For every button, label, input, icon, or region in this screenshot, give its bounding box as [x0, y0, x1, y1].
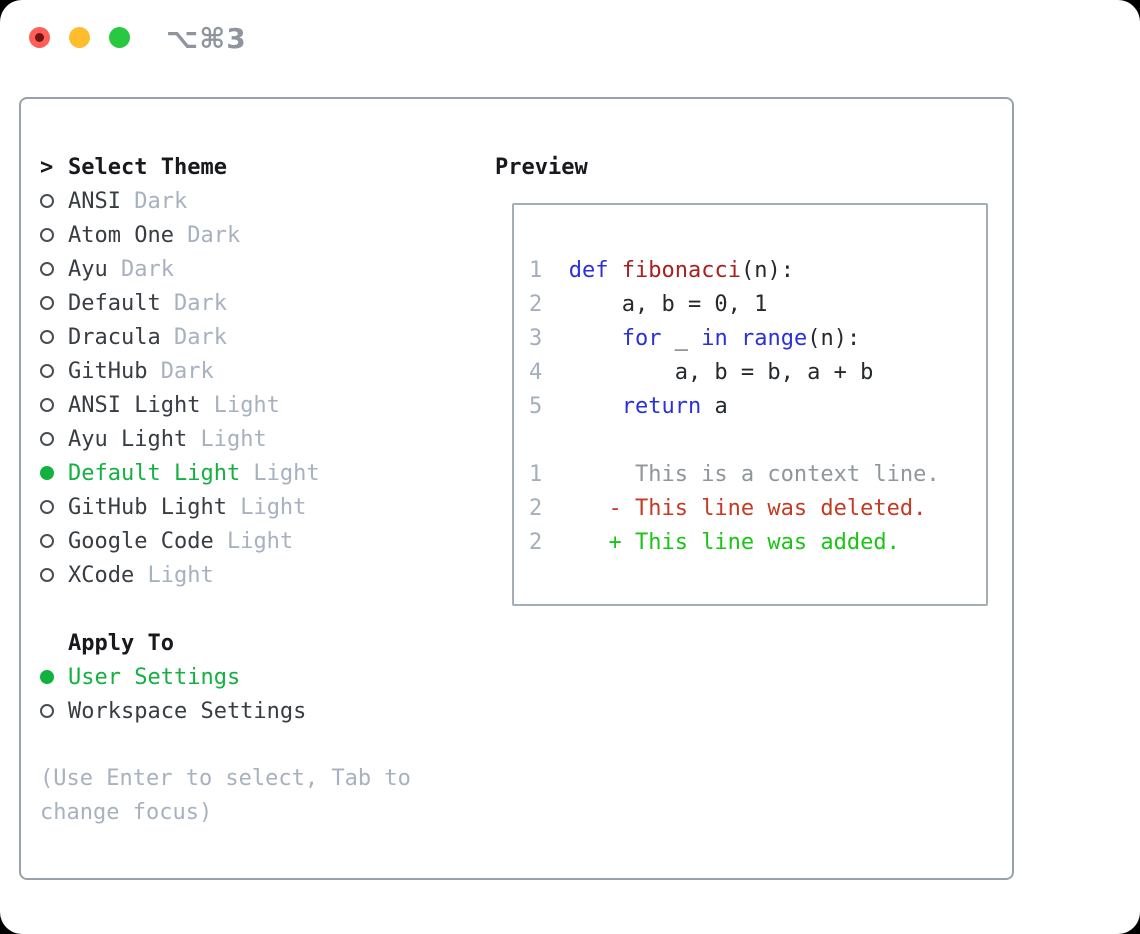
theme-option-ayu-light[interactable]: Ayu Light Light [40, 422, 490, 456]
theme-option-default[interactable]: Default Dark [40, 286, 490, 320]
theme-name-label: Atom One [68, 222, 174, 248]
radio-icon [40, 296, 54, 310]
theme-variant-label: Dark [147, 358, 214, 384]
radio-icon [40, 228, 54, 242]
radio-icon [40, 330, 54, 344]
theme-variant-label: Dark [160, 324, 227, 350]
radio-icon [40, 194, 54, 208]
apply-to-header: Apply To [40, 626, 490, 660]
radio-selected-icon [40, 670, 54, 684]
line-number: 3 [529, 326, 543, 351]
added-line: 2 + This line was added. [529, 530, 900, 555]
preview-box: 1 def fibonacci(n): 2 a, b = 0, 1 3 for _ … [512, 203, 988, 606]
theme-variant-label: Light [200, 392, 280, 418]
apply-to-title: Apply To [68, 630, 174, 656]
radio-selected-icon [40, 466, 54, 480]
theme-name-label: Default [68, 290, 161, 316]
radio-icon [40, 568, 54, 582]
line-number: 4 [529, 360, 543, 385]
apply-option-workspace-settings[interactable]: Workspace Settings [40, 694, 490, 728]
theme-variant-label: Light [213, 528, 294, 554]
theme-name-label: Dracula [68, 324, 161, 350]
theme-option-dracula[interactable]: Dracula Dark [40, 320, 490, 354]
theme-name-label: Ayu Light [68, 426, 188, 452]
theme-option-github[interactable]: GitHub Dark [40, 354, 490, 388]
theme-variant-label: Light [226, 494, 307, 520]
blank-line [529, 424, 940, 458]
line-number: 5 [529, 394, 543, 419]
titlebar: ⌥⌘3 [0, 0, 1140, 76]
theme-variant-label: Dark [107, 256, 174, 282]
apply-option-label: Workspace Settings [68, 698, 307, 724]
line-number: 1 [529, 462, 543, 487]
radio-icon [40, 364, 54, 378]
radio-icon [40, 500, 54, 514]
select-theme-header: > Select Theme [40, 150, 490, 184]
theme-variant-label: Dark [120, 188, 188, 214]
theme-name-label: ANSI Light [68, 392, 201, 418]
theme-option-google-code[interactable]: Google Code Light [40, 524, 490, 558]
radio-icon [40, 398, 54, 412]
theme-option-xcode[interactable]: XCode Light [40, 558, 490, 592]
minimize-button[interactable] [69, 27, 90, 48]
code-preview: 1 def fibonacci(n): 2 a, b = 0, 1 3 for _ … [529, 254, 940, 560]
prompt-icon: > [40, 154, 54, 180]
spacer [40, 728, 490, 762]
theme-variant-label: Light [240, 460, 320, 486]
line-number: 2 [529, 292, 543, 317]
theme-variant-label: Light [187, 426, 267, 452]
context-line: 1 This is a context line. [529, 462, 940, 487]
line-number: 2 [529, 530, 543, 555]
code-line: 5 return a [529, 394, 728, 419]
radio-icon [40, 704, 54, 718]
theme-variant-label: Dark [173, 222, 241, 248]
theme-name-label: XCode [68, 562, 135, 588]
code-line: 3 for _ in range(n): [529, 326, 861, 351]
radio-icon [40, 432, 54, 446]
code-line: 2 a, b = 0, 1 [529, 292, 768, 317]
theme-name-label: Google Code [68, 528, 214, 554]
zoom-button[interactable] [109, 27, 130, 48]
spacer [40, 592, 490, 626]
theme-option-ansi-light[interactable]: ANSI Light Light [40, 388, 490, 422]
theme-option-ayu[interactable]: Ayu Dark [40, 252, 490, 286]
apply-option-label: User Settings [68, 664, 241, 690]
theme-name-label: GitHub Light [68, 494, 227, 520]
theme-variant-label: Dark [160, 290, 227, 316]
apply-option-user-settings[interactable]: User Settings [40, 660, 490, 694]
radio-icon [40, 534, 54, 548]
theme-variant-label: Light [134, 562, 214, 588]
line-number: 1 [529, 258, 543, 283]
radio-icon [40, 262, 54, 276]
code-line: 1 def fibonacci(n): [529, 258, 794, 283]
deleted-line: 2 - This line was deleted. [529, 496, 927, 521]
theme-option-github-light[interactable]: GitHub Light Light [40, 490, 490, 524]
theme-name-label: ANSI [68, 188, 121, 214]
preview-title: Preview [495, 154, 588, 180]
window-shortcut-label: ⌥⌘3 [166, 22, 247, 55]
theme-option-atom-one[interactable]: Atom One Dark [40, 218, 490, 252]
code-line: 4 a, b = b, a + b [529, 360, 874, 385]
keyboard-hint: (Use Enter to select, Tab to change focu… [40, 766, 411, 825]
theme-option-ansi[interactable]: ANSI Dark [40, 184, 490, 218]
theme-option-default-light[interactable]: Default Light Light [40, 456, 490, 490]
line-number: 2 [529, 496, 543, 521]
theme-name-label: Ayu [68, 256, 108, 282]
select-theme-title: Select Theme [68, 154, 227, 180]
theme-name-label: Default Light [68, 460, 241, 486]
close-button[interactable] [29, 27, 50, 48]
close-button-dot-icon [35, 33, 44, 42]
theme-name-label: GitHub [68, 358, 148, 384]
